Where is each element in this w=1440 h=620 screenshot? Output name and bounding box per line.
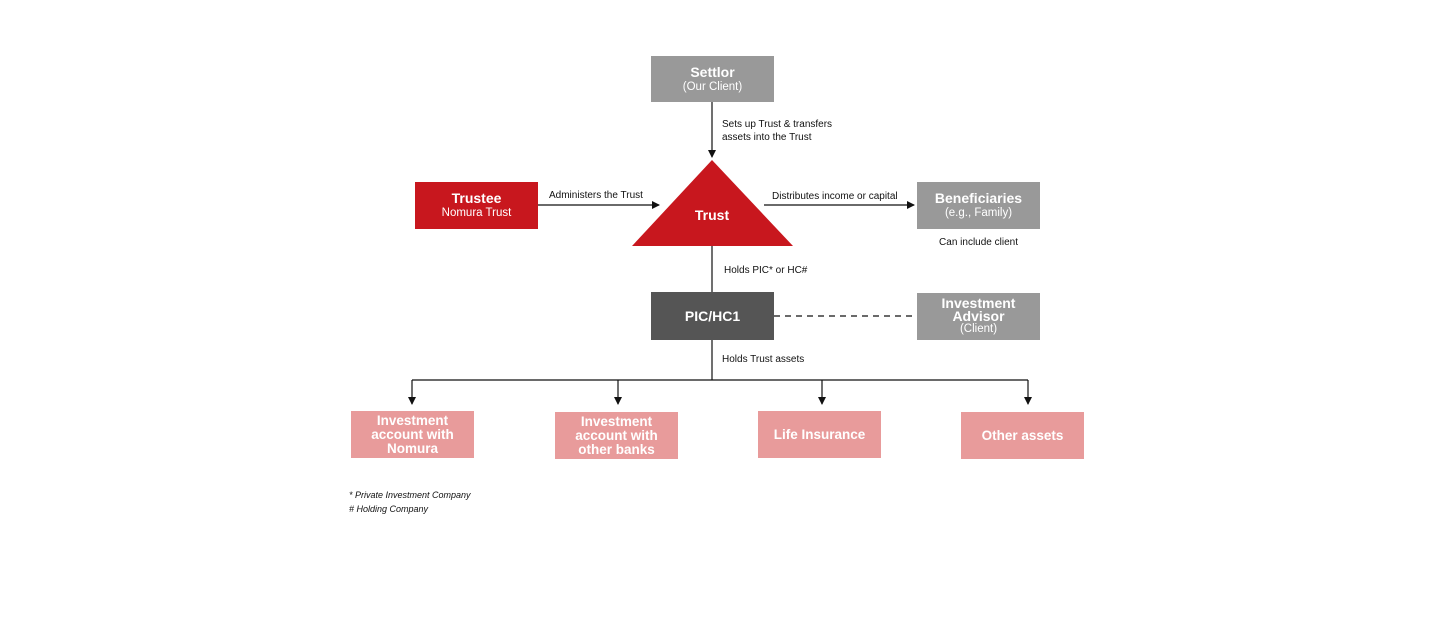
asset-nomura-line3: Nomura [386, 440, 438, 456]
trustee-title: Trustee [451, 190, 502, 206]
asset-box-life-insurance: Life Insurance [758, 411, 881, 458]
beneficiaries-box: Beneficiaries (e.g., Family) [917, 182, 1040, 229]
advisor-box: Investment Advisor (Client) [917, 293, 1040, 340]
asset-other-banks-line3: other banks [578, 441, 655, 457]
trustee-subtitle: Nomura Trust [441, 207, 512, 219]
asset-other-assets-label: Other assets [981, 427, 1064, 443]
asset-other-banks-line1: Investment [580, 413, 653, 429]
trust-pic-label: Holds PIC* or HC# [724, 265, 808, 276]
trust-beneficiaries-label: Distributes income or capital [772, 191, 898, 202]
advisor-line1: Investment [941, 295, 1016, 311]
beneficiaries-note: Can include client [939, 237, 1018, 248]
settlor-box: Settlor (Our Client) [651, 56, 774, 102]
beneficiaries-subtitle: (e.g., Family) [944, 207, 1013, 219]
asset-box-other-banks: Investment account with other banks [555, 412, 678, 459]
footnote-hc: # Holding Company [349, 504, 429, 514]
asset-other-banks-line2: account with [575, 427, 658, 443]
asset-nomura-line2: account with [371, 426, 454, 442]
pic-box: PIC/HC1 [651, 292, 774, 340]
asset-box-nomura: Investment account with Nomura [351, 411, 474, 458]
settlor-trust-label-line2: assets into the Trust [722, 132, 812, 143]
footnote-pic: * Private Investment Company [349, 490, 471, 500]
settlor-title: Settlor [690, 63, 735, 80]
trust-label: Trust [695, 207, 730, 223]
settlor-trust-label: Sets up Trust & transfers assets into th… [722, 118, 832, 144]
settlor-trust-label-line1: Sets up Trust & transfers [722, 119, 833, 130]
advisor-subtitle: (Client) [959, 323, 998, 335]
trust-triangle [632, 160, 793, 246]
asset-box-other-assets: Other assets [961, 412, 1084, 459]
trustee-trust-label: Administers the Trust [549, 190, 643, 201]
settlor-subtitle: (Our Client) [682, 80, 743, 93]
asset-life-insurance-label: Life Insurance [773, 426, 866, 442]
advisor-line2: Advisor [952, 308, 1005, 324]
asset-nomura-line1: Investment [376, 412, 449, 428]
pic-assets-label: Holds Trust assets [722, 354, 805, 365]
pic-label: PIC/HC1 [684, 307, 741, 324]
beneficiaries-title: Beneficiaries [934, 190, 1023, 206]
trustee-box: Trustee Nomura Trust [415, 182, 538, 229]
